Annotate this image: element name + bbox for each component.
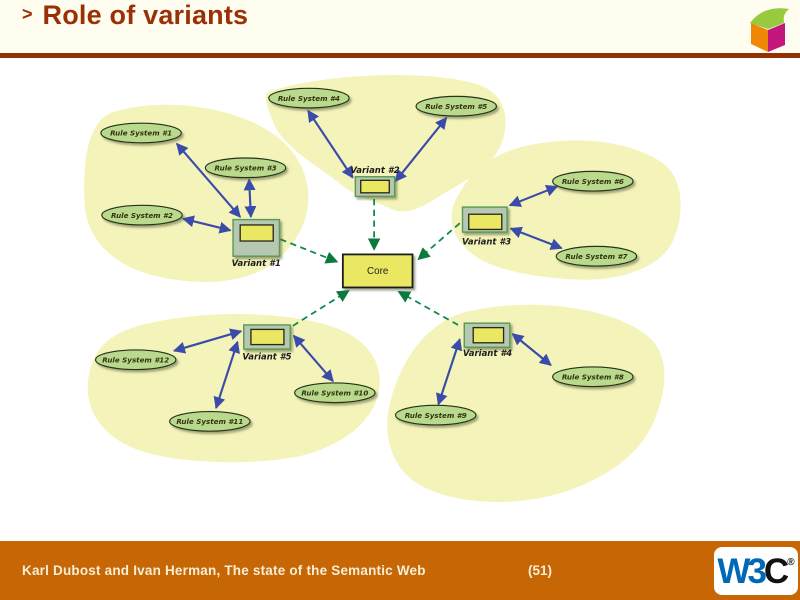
variant3-core-link [417, 222, 461, 261]
footer-credit: Karl Dubost and Ivan Herman, The state o… [22, 563, 426, 578]
rule-system-5-node: Rule System #5 [415, 95, 498, 117]
variant-1-node: Variant #1 [232, 218, 281, 268]
rule-system-label: Rule System #6 [562, 177, 624, 186]
w3c-logo-c: C [763, 551, 789, 591]
semantic-web-cube-icon [750, 8, 789, 52]
w3c-logo-text: W3C® [717, 554, 794, 589]
rule-system-label: Rule System #11 [176, 417, 243, 426]
rs12-v5-link [172, 328, 243, 354]
rs10-v5-link [292, 334, 334, 383]
rule-system-12-node: Rule System #12 [94, 349, 177, 371]
rule-system-label: Rule System #10 [301, 388, 368, 397]
slide-header: > Role of variants [0, 0, 800, 53]
rs9-v4-link [436, 338, 463, 406]
rule-system-3-node: Rule System #3 [204, 157, 287, 179]
rs8-v4-link [511, 333, 552, 366]
cube-right-face [768, 23, 785, 52]
rule-system-label: Rule System #9 [405, 411, 467, 420]
rs1-v1-link [175, 142, 242, 218]
variant4-core-link [397, 290, 459, 326]
page-title: Role of variants [42, 0, 249, 30]
rs5-v2-link [394, 116, 448, 183]
rule-system-label: Rule System #3 [215, 163, 277, 172]
core-links [280, 199, 461, 327]
rs7-v3-link [509, 226, 563, 250]
rule-system-6-node: Rule System #6 [552, 170, 634, 192]
rs3-v1-link [243, 178, 257, 219]
variant-nodes: Variant #1 Variant #2 Variant #3 Variant… [232, 165, 513, 362]
rs4-v2-link [307, 109, 354, 179]
variant-4-node: Variant #4 [463, 322, 512, 358]
rule-system-9-node: Rule System #9 [394, 404, 477, 426]
title-bullet: > [22, 4, 33, 24]
variant-2-node: Variant #2 [350, 165, 400, 198]
rule-system-label: Rule System #7 [565, 252, 627, 261]
variant-label: Variant #4 [463, 348, 512, 358]
variant-label: Variant #2 [350, 165, 399, 175]
rs6-v3-link [508, 184, 559, 207]
variant-label: Variant #5 [242, 352, 291, 362]
core-node: Core [341, 253, 414, 289]
rule-system-4-node: Rule System #4 [268, 87, 350, 109]
variant4-region-blob [387, 304, 665, 503]
rule-system-8-node: Rule System #8 [552, 366, 634, 388]
core-label: Core [367, 266, 389, 277]
rule-system-2-node: Rule System #2 [101, 204, 183, 226]
variant-5-node: Variant #5 [242, 324, 292, 362]
rule-system-label: Rule System #12 [102, 355, 169, 364]
cube-top-face [750, 8, 789, 29]
rs2-v1-link [181, 215, 232, 234]
registered-mark: ® [787, 556, 795, 568]
rs11-v5-link [213, 340, 240, 410]
title-row: > Role of variants [22, 0, 248, 53]
rule-system-label: Rule System #1 [110, 129, 172, 138]
w3c-logo-w3: W3 [717, 551, 766, 591]
variants-diagram: Rule System #1 Rule System #3 Rule Syste… [84, 74, 681, 503]
rule-system-nodes: Rule System #1 Rule System #3 Rule Syste… [94, 87, 638, 432]
slide-number: (51) [528, 563, 553, 578]
rule-system-7-node: Rule System #7 [555, 245, 638, 267]
rule-system-10-node: Rule System #10 [294, 382, 376, 404]
rule-system-label: Rule System #8 [562, 372, 624, 381]
variant-label: Variant #1 [232, 258, 281, 268]
slide-footer: Karl Dubost and Ivan Herman, The state o… [0, 541, 800, 600]
rule-system-links [172, 109, 563, 410]
cube-left-face [751, 23, 768, 52]
variant-3-node: Variant #3 [461, 206, 511, 247]
rule-system-label: Rule System #5 [425, 102, 487, 111]
w3c-logo[interactable]: W3C® [714, 547, 798, 595]
header-divider [0, 53, 800, 58]
variant-label: Variant #3 [462, 237, 511, 247]
rule-system-11-node: Rule System #11 [169, 410, 251, 432]
variant5-core-link [292, 290, 350, 327]
rule-system-label: Rule System #2 [111, 211, 173, 220]
rule-system-label: Rule System #4 [278, 94, 340, 103]
rule-system-1-node: Rule System #1 [100, 122, 182, 144]
